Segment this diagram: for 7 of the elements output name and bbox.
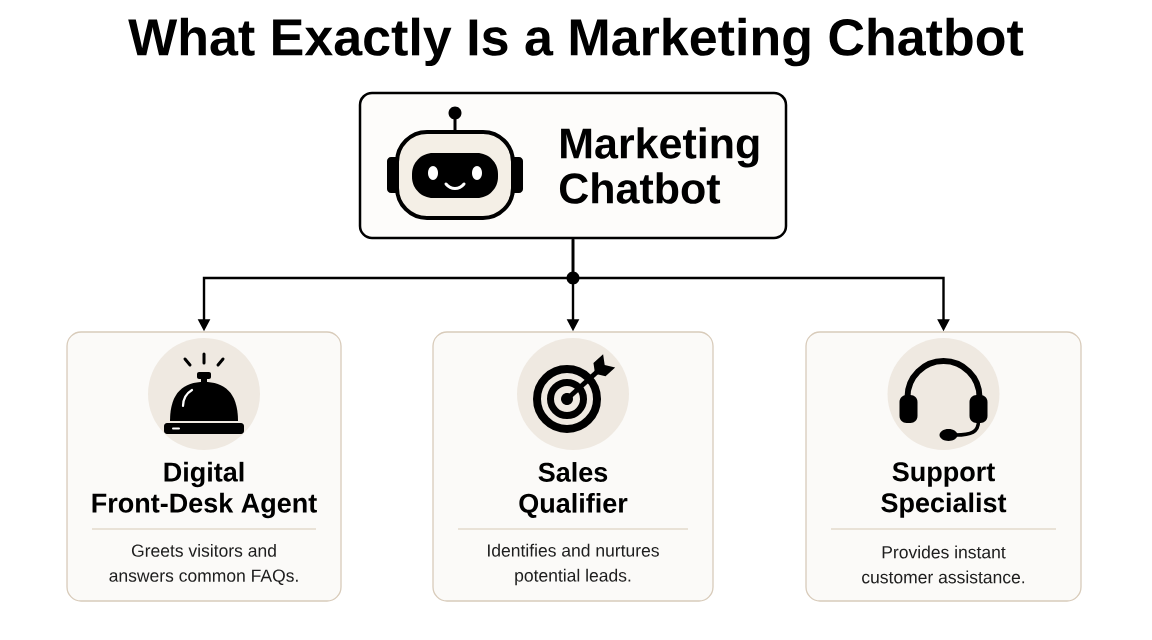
- card-heading: Support Specialist: [881, 462, 1007, 518]
- card-heading: Digital Front-Desk Agent: [92, 461, 317, 519]
- card-heading: Sales Qualifier: [519, 462, 628, 518]
- card-description: Identifies and nurtures potential leads.: [488, 543, 659, 586]
- card-description: Provides instant customer assistance.: [862, 545, 1025, 584]
- title: What Exactly Is a Marketing Chatbot: [128, 17, 1024, 67]
- card-description: Greets visitors and answers common FAQs.: [109, 544, 298, 585]
